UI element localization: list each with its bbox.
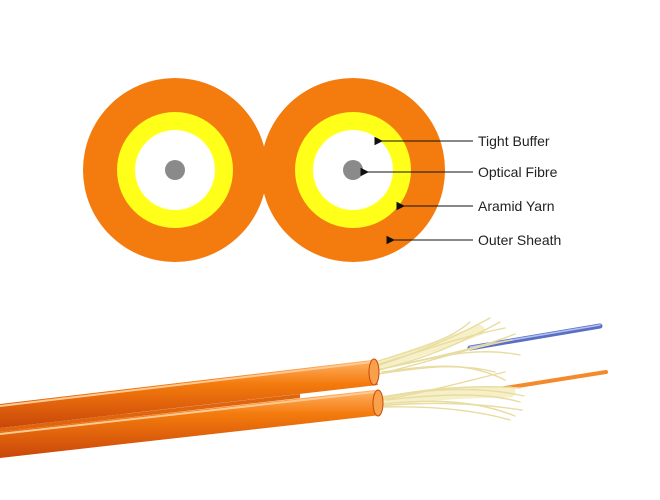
optical-fibre-core-left — [165, 160, 185, 180]
cable-jacket-upper — [0, 358, 380, 428]
label-optical-fibre: Optical Fibre — [478, 164, 558, 180]
jacket-end-lower — [372, 389, 384, 417]
label-outer-sheath: Outer Sheath — [478, 232, 561, 248]
aramid-yarn-tuft-lower — [372, 371, 525, 421]
leader-lines — [360, 136, 473, 245]
fiber-blue-highlight — [469, 324, 601, 348]
optical-fibre-core-right — [343, 160, 363, 180]
exposed-fibres — [467, 323, 608, 394]
cable-jacket-lower — [0, 389, 384, 458]
component-labels: Tight Buffer Optical Fibre Aramid Yarn O… — [478, 133, 561, 248]
cross-section-left — [83, 78, 267, 262]
jacket-end-upper — [368, 358, 380, 386]
cable-zip-web — [0, 394, 300, 432]
cross-section-right — [261, 78, 445, 262]
aramid-yarn-tuft-upper — [367, 317, 521, 381]
label-aramid-yarn: Aramid Yarn — [478, 198, 555, 214]
label-tight-buffer: Tight Buffer — [478, 133, 550, 149]
